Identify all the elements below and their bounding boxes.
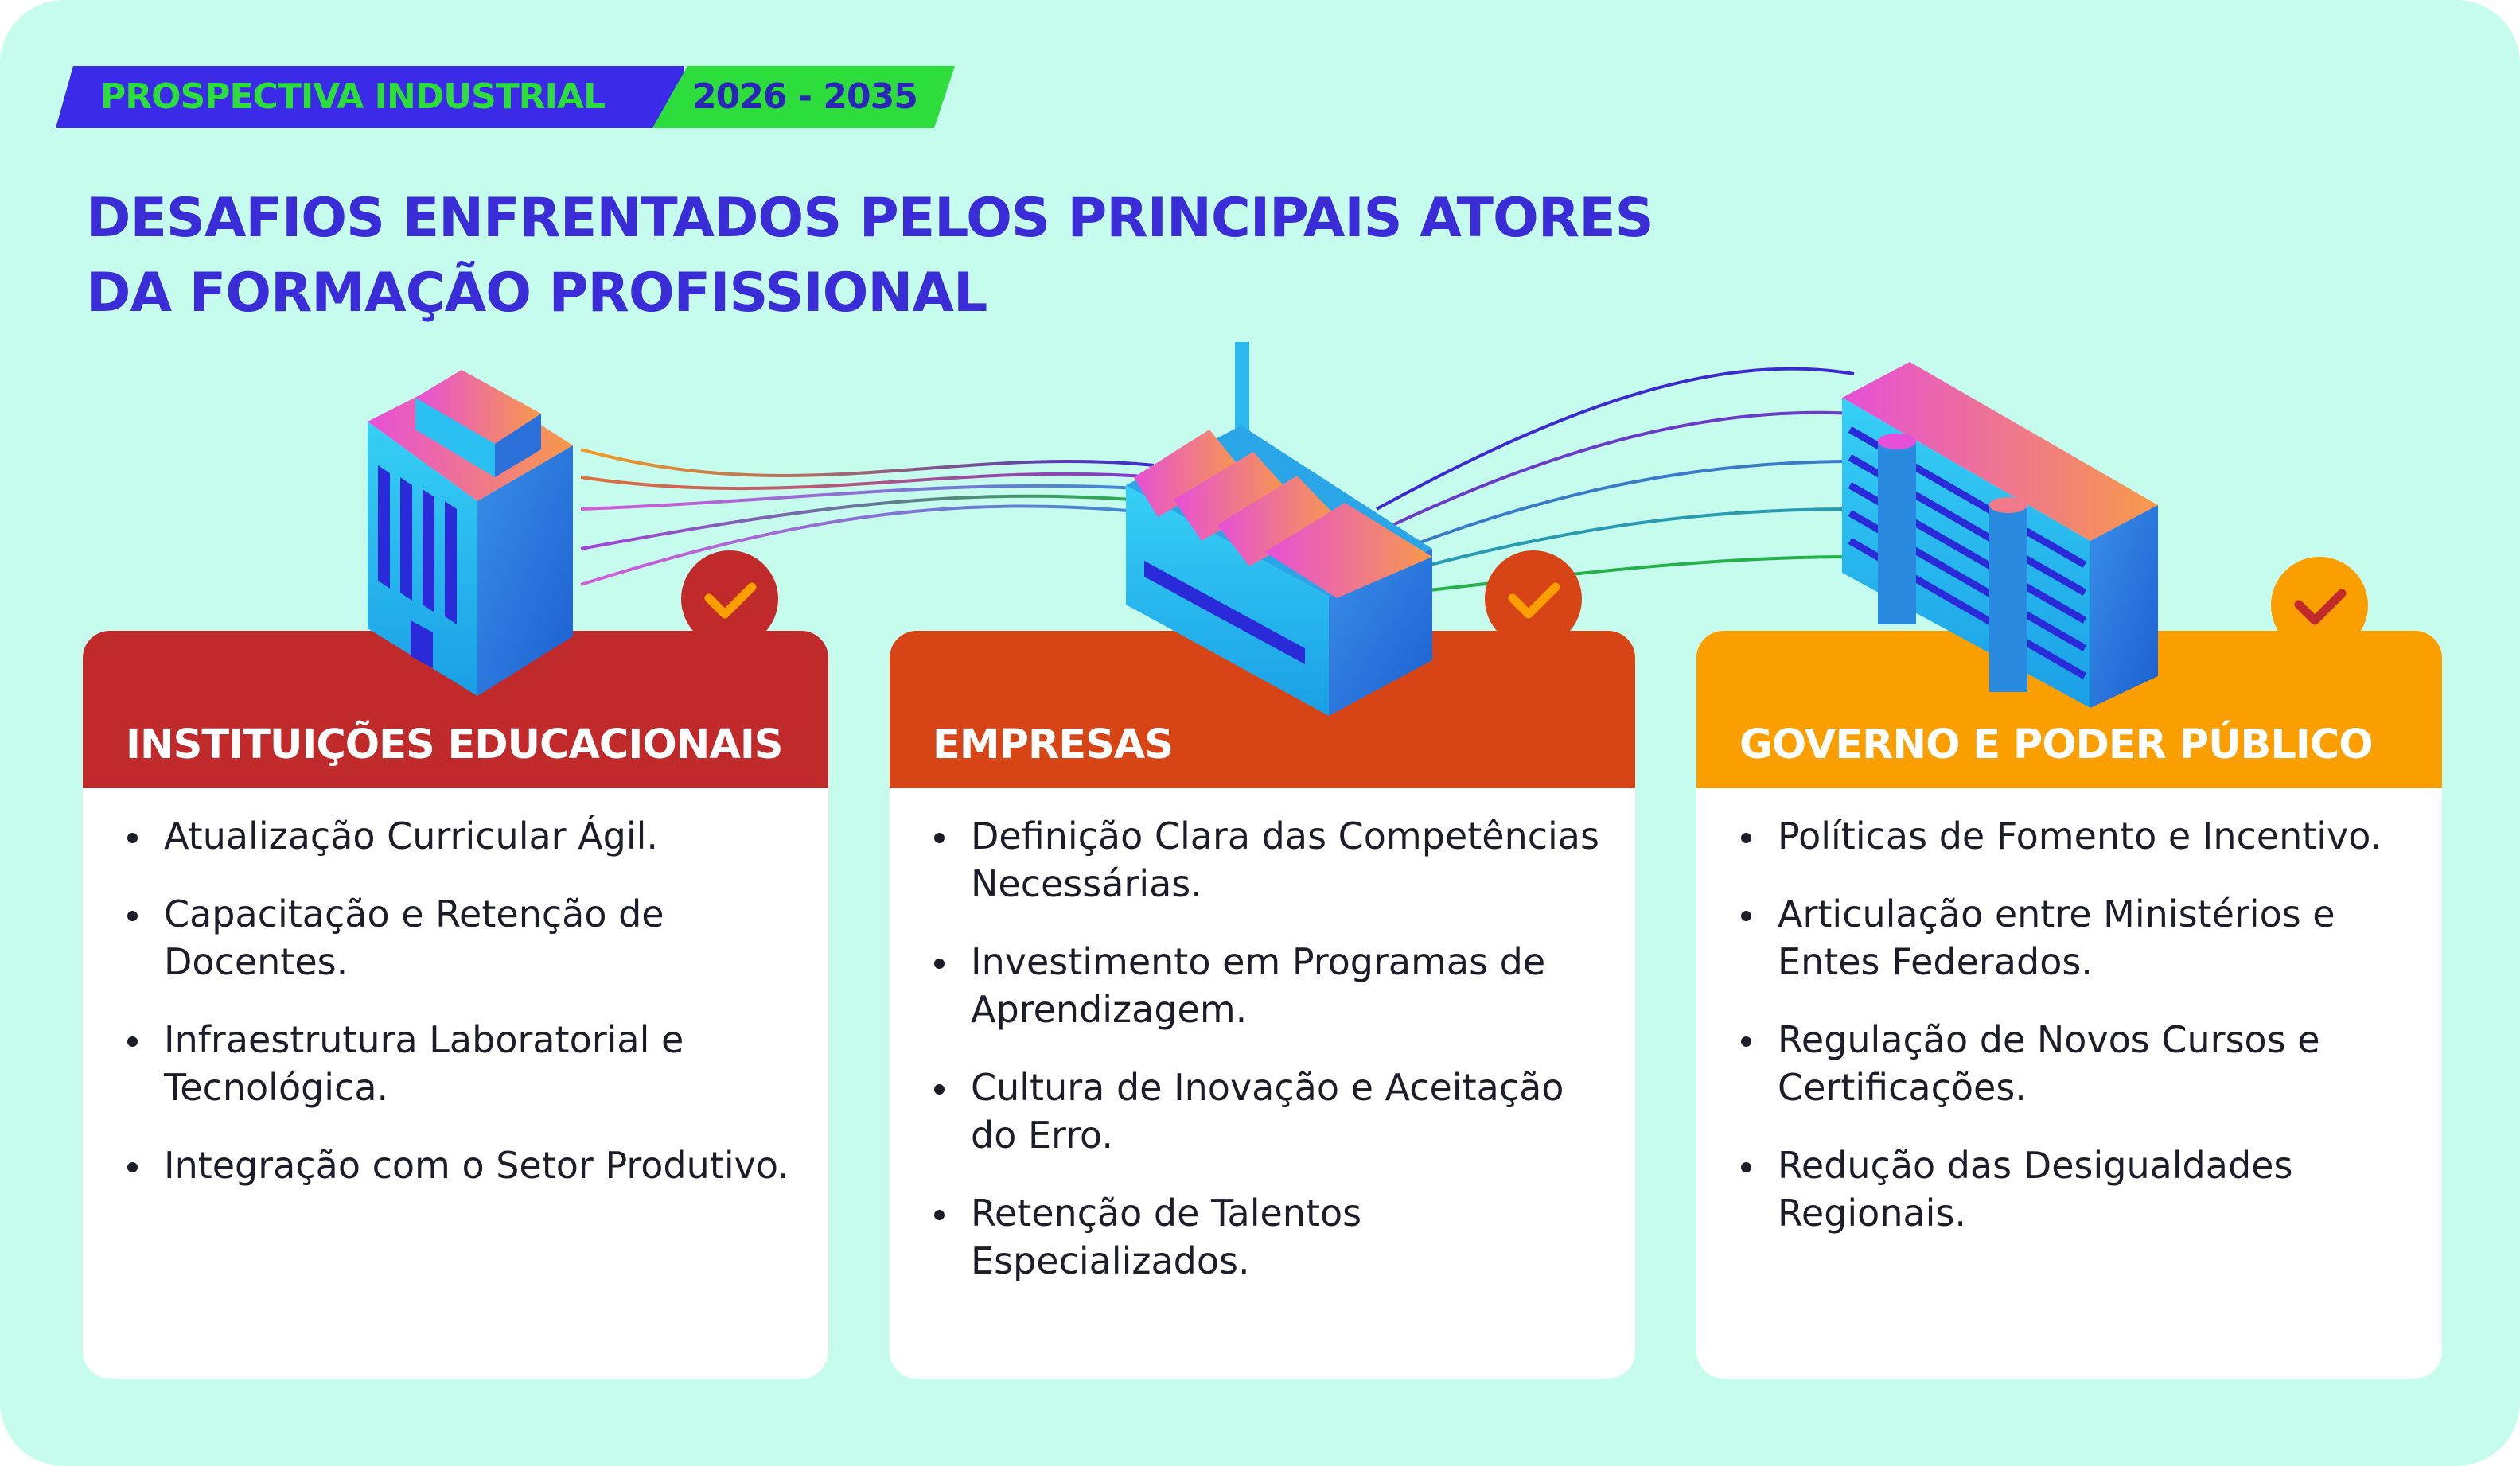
check-icon bbox=[1485, 550, 1582, 647]
card-educational-institutions: INSTITUIÇÕES EDUCACIONAIS Atualização Cu… bbox=[83, 631, 828, 1379]
page-title-line2: DA FORMAÇÃO PROFISSIONAL bbox=[86, 262, 987, 325]
check-icon bbox=[2271, 557, 2368, 654]
list-item: Cultura de Inovação e Aceitação do Erro. bbox=[931, 1064, 1607, 1159]
check-icon bbox=[681, 550, 778, 647]
list-item: Atualização Curricular Ágil. bbox=[124, 812, 800, 860]
list-item: Políticas de Fomento e Incentivo. bbox=[1738, 812, 2414, 860]
list-item: Retenção de Talentos Especializados. bbox=[931, 1189, 1607, 1285]
page-title-line1: DESAFIOS ENFRENTADOS PELOS PRINCIPAIS AT… bbox=[86, 187, 1654, 250]
header-tag-right-bg bbox=[652, 66, 955, 128]
header-tag-left: PROSPECTIVA INDUSTRIAL bbox=[100, 76, 606, 117]
header-tag-right: 2026 - 2035 bbox=[692, 76, 918, 117]
list-item: Articulação entre Ministérios e Entes Fe… bbox=[1738, 890, 2414, 986]
card-title: EMPRESAS bbox=[933, 721, 1174, 768]
card-title: INSTITUIÇÕES EDUCACIONAIS bbox=[126, 721, 784, 768]
card-title: GOVERNO E PODER PÚBLICO bbox=[1739, 721, 2374, 768]
challenge-list: Políticas de Fomento e Incentivo. Articu… bbox=[1738, 812, 2414, 1267]
list-item: Infraestrutura Laboratorial e Tecnológic… bbox=[124, 1016, 800, 1111]
header-tag-left-bg bbox=[56, 66, 684, 128]
challenge-list: Atualização Curricular Ágil. Capacitação… bbox=[124, 812, 800, 1219]
factory-icon bbox=[1126, 342, 1432, 716]
card-government: GOVERNO E PODER PÚBLICO Políticas de Fom… bbox=[1696, 631, 2442, 1379]
challenge-list: Definição Clara das Competências Necessá… bbox=[931, 812, 1607, 1315]
school-building-icon bbox=[368, 370, 573, 696]
list-item: Integração com o Setor Produtivo. bbox=[124, 1141, 800, 1189]
list-item: Regulação de Novos Cursos e Certificaçõe… bbox=[1738, 1016, 2414, 1111]
list-item: Investimento em Programas de Aprendizage… bbox=[931, 938, 1607, 1033]
list-item: Capacitação e Retenção de Docentes. bbox=[124, 890, 800, 986]
government-building-icon bbox=[1842, 362, 2158, 708]
card-companies: EMPRESAS Definição Clara das Competência… bbox=[890, 631, 1635, 1379]
list-item: Definição Clara das Competências Necessá… bbox=[931, 812, 1607, 908]
list-item: Redução das Desigualdades Regionais. bbox=[1738, 1141, 2414, 1237]
